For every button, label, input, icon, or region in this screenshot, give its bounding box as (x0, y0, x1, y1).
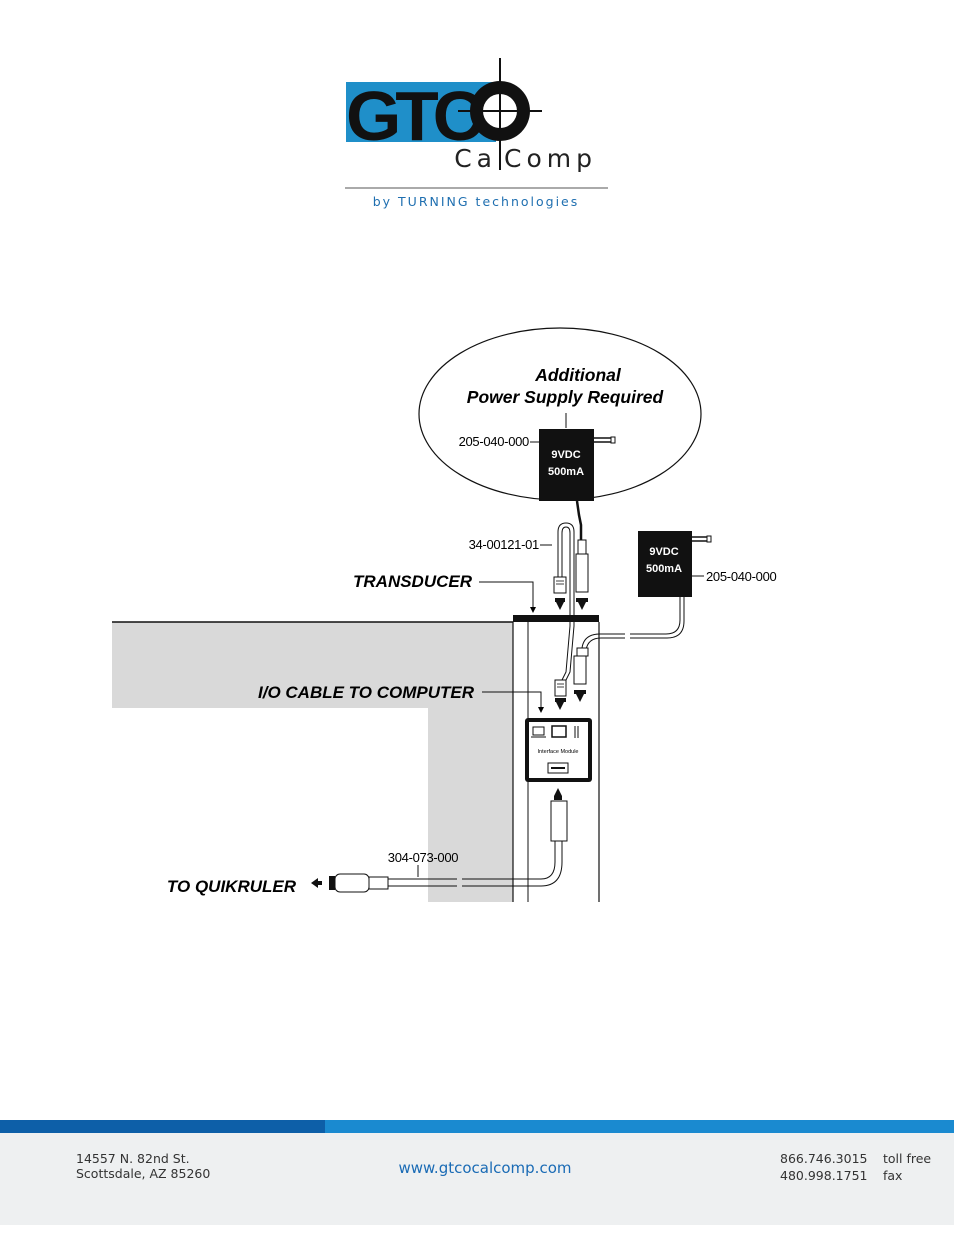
power-plug-top (575, 553, 589, 593)
footer-phone1-label: toll free (883, 1151, 931, 1166)
ps-top-current: 500mA (548, 466, 584, 478)
io-cable-label: I/O CABLE TO COMPUTER (258, 683, 475, 702)
ps-top-voltage: 9VDC (551, 449, 580, 461)
computer-port-icon (532, 726, 545, 736)
quikruler-part-label: 304-073-000 (388, 850, 458, 865)
footer-bar-light (325, 1120, 954, 1133)
power-supply-top (539, 429, 594, 501)
table-panel (112, 622, 513, 902)
wiring-diagram: Additional Power Supply Required 9VDC 50… (112, 327, 777, 902)
quikruler-connector-module (550, 800, 568, 842)
logo-sub-left: Ca (454, 144, 497, 173)
power-plug-module (573, 655, 587, 685)
footer-background (0, 1120, 954, 1225)
display-port-icon (551, 725, 567, 738)
quikruler-label: TO QUIKRULER (167, 877, 297, 896)
ps-right-voltage: 9VDC (649, 546, 678, 558)
footer-address-line2: Scottsdale, AZ 85260 (76, 1166, 210, 1181)
power-supply-right (638, 531, 692, 597)
logo-sub-right: Comp (504, 144, 597, 173)
transducer-bar (513, 615, 599, 622)
footer-phone2: 480.998.1751 (780, 1168, 867, 1183)
footer: 14557 N. 82nd St. Scottsdale, AZ 85260 w… (0, 1120, 954, 1225)
ps-right-part-label: 205-040-000 (706, 569, 776, 584)
logo-letters: GTC (346, 77, 483, 155)
ps-right-current: 500mA (646, 563, 682, 575)
footer-phone1: 866.746.3015 (780, 1151, 867, 1166)
rj-plug-module (554, 679, 567, 697)
footer-bar-dark (0, 1120, 325, 1133)
company-logo: GTC Ca Comp by TURNING technologies (345, 58, 608, 209)
quikruler-arrow-icon (311, 878, 318, 888)
bubble-line-2: Power Supply Required (467, 387, 664, 407)
transducer-label: TRANSDUCER (353, 572, 473, 591)
ps-top-part-label: 205-040-000 (459, 434, 529, 449)
bubble-line-1: Additional (534, 365, 622, 385)
footer-phone2-label: fax (883, 1168, 902, 1183)
quikruler-connector-end (334, 873, 370, 893)
footer-address-line1: 14557 N. 82nd St. (76, 1151, 190, 1166)
module-label: Interface Module (538, 749, 579, 755)
cable-part-label: 34-00121-01 (469, 537, 539, 552)
logo-tagline: by TURNING technologies (373, 194, 580, 209)
footer-website-link[interactable]: www.gtcocalcomp.com (399, 1159, 572, 1177)
rj-plug-top (553, 576, 567, 594)
